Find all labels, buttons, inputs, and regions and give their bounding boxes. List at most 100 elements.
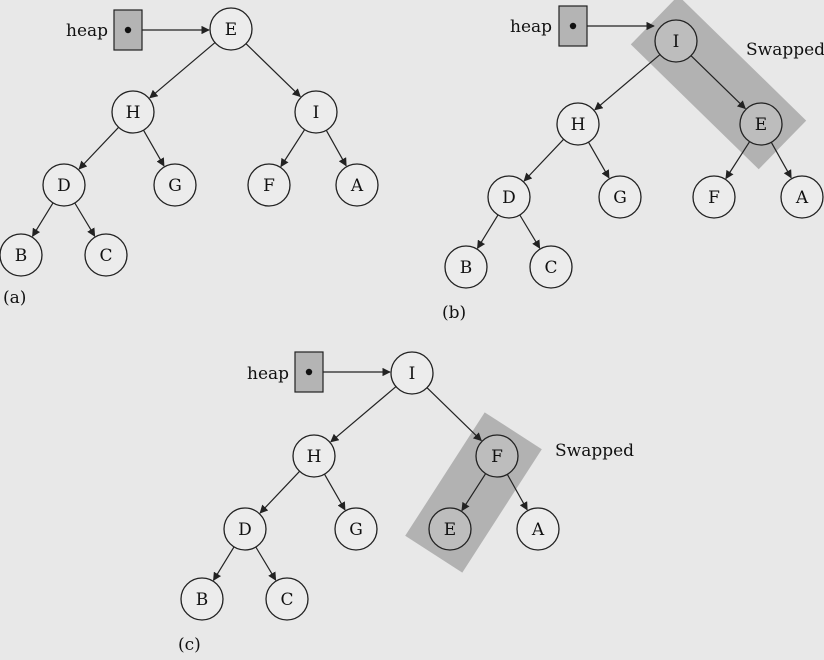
edge-a-I-F	[280, 129, 306, 168]
edge-c-F-E	[461, 473, 487, 512]
edge-a-E-I	[245, 43, 301, 98]
node-circle	[294, 90, 338, 134]
panel-caption-b: (b)	[442, 303, 466, 323]
node-label: G	[168, 176, 182, 196]
node-a-d: D	[42, 163, 86, 207]
node-circle	[335, 163, 379, 207]
node-label: E	[225, 20, 237, 40]
node-circle	[444, 245, 488, 289]
node-label: C	[99, 246, 112, 266]
node-circle	[516, 507, 560, 551]
swapped-label-c: Swapped	[555, 441, 634, 461]
edge-c-H-G	[323, 473, 346, 511]
node-a-c: C	[84, 233, 128, 277]
node-a-a: A	[335, 163, 379, 207]
edge-b-I-E	[690, 55, 746, 110]
node-label: G	[349, 520, 363, 540]
node-circle	[475, 434, 519, 478]
node-a-i: I	[294, 90, 338, 134]
edge-c-H-D	[259, 470, 301, 514]
node-circle	[247, 163, 291, 207]
node-c-b: B	[180, 577, 224, 621]
edge-c-D-C	[255, 546, 277, 581]
edge-a-D-B	[31, 202, 54, 238]
heap-label-b: heap	[510, 17, 552, 37]
node-circle	[0, 233, 43, 277]
node-label: H	[126, 103, 141, 123]
node-circle	[390, 351, 434, 395]
node-label: D	[238, 520, 252, 540]
node-circle	[428, 507, 472, 551]
node-circle	[223, 507, 267, 551]
panel-caption-a: (a)	[3, 288, 26, 308]
edge-b-I-H	[594, 54, 661, 111]
node-label: B	[15, 246, 28, 266]
node-label: I	[673, 32, 680, 52]
edge-c-D-B	[212, 546, 235, 582]
edge-a-E-H	[149, 42, 216, 99]
node-c-c: C	[265, 577, 309, 621]
node-circle	[334, 507, 378, 551]
edge-c-F-A	[506, 474, 528, 511]
edge-b-H-G	[587, 141, 610, 179]
edge-a-H-G	[142, 129, 165, 167]
node-label: E	[444, 520, 456, 540]
node-a-h: H	[111, 90, 155, 134]
node-c-f: F	[475, 434, 519, 478]
edge-b-E-A	[770, 142, 792, 179]
node-circle	[556, 102, 600, 146]
node-a-b: B	[0, 233, 43, 277]
node-b-b: B	[444, 245, 488, 289]
node-label: A	[795, 188, 809, 208]
node-a-e: E	[209, 7, 253, 51]
node-label: B	[196, 590, 209, 610]
edge-b-H-D	[523, 138, 565, 182]
node-label: A	[350, 176, 364, 196]
node-label: I	[313, 103, 320, 123]
node-label: G	[613, 188, 627, 208]
swapped-highlight-band-b	[630, 0, 807, 170]
node-label: C	[544, 258, 557, 278]
node-circle	[42, 163, 86, 207]
node-c-a: A	[516, 507, 560, 551]
node-b-i: I	[654, 19, 698, 63]
edge-a-H-D	[78, 126, 120, 170]
edge-a-D-C	[74, 202, 96, 237]
node-label: C	[280, 590, 293, 610]
edge-b-D-C	[519, 214, 541, 249]
node-c-i: I	[390, 351, 434, 395]
node-b-a: A	[780, 175, 824, 219]
node-label: F	[491, 447, 503, 467]
edge-c-I-H	[330, 386, 397, 443]
heap-pointer-box-b	[558, 5, 588, 47]
node-label: H	[307, 447, 322, 467]
node-circle	[292, 434, 336, 478]
node-a-f: F	[247, 163, 291, 207]
node-circle	[180, 577, 224, 621]
node-circle	[692, 175, 736, 219]
node-b-d: D	[487, 175, 531, 219]
edge-b-D-B	[476, 214, 499, 250]
node-label: F	[263, 176, 275, 196]
node-circle	[487, 175, 531, 219]
node-circle	[153, 163, 197, 207]
heap-pointer-dot	[305, 368, 313, 376]
node-c-g: G	[334, 507, 378, 551]
node-circle	[739, 102, 783, 146]
node-b-c: C	[529, 245, 573, 289]
node-label: B	[460, 258, 473, 278]
node-circle	[111, 90, 155, 134]
heap-pointer-dot	[124, 26, 132, 34]
heap-label-a: heap	[66, 21, 108, 41]
node-circle	[654, 19, 698, 63]
edge-c-I-F	[426, 387, 482, 442]
node-b-e: E	[739, 102, 783, 146]
node-circle	[780, 175, 824, 219]
node-label: A	[531, 520, 545, 540]
node-c-h: H	[292, 434, 336, 478]
node-c-e: E	[428, 507, 472, 551]
swapped-label-b: Swapped	[746, 40, 824, 60]
node-b-g: G	[598, 175, 642, 219]
